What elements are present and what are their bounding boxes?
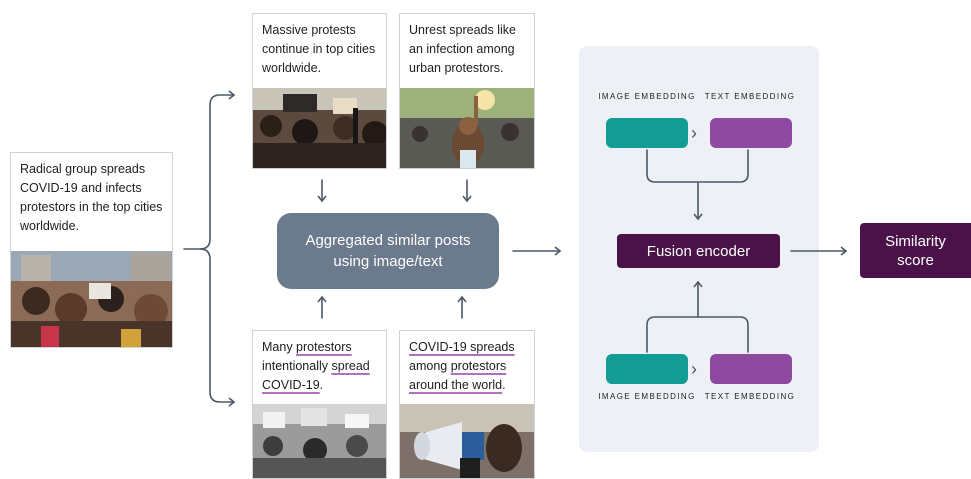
misinfo-text-segment: .: [319, 378, 324, 392]
bottom-text-embedding-label: TEXT EMBEDDING: [704, 392, 796, 401]
misinfo-text-segment: protestors: [296, 340, 352, 354]
similar-post-text-2: Unrest spreads like an infection among u…: [409, 23, 516, 75]
misinfo-text-segment: COVID-19 spreads: [409, 340, 515, 354]
misinfo-text-segment: COVID-19: [262, 378, 320, 392]
misinfo-text-segment: Many: [262, 340, 297, 354]
similar-post-text-1: Massive protests continue in top cities …: [262, 23, 376, 75]
street-protest-image: [400, 88, 534, 168]
source-post-text: Radical group spreads COVID-19 and infec…: [20, 162, 163, 233]
protest-crowd-image: [11, 251, 172, 347]
top-text-embedding-label: TEXT EMBEDDING: [704, 92, 796, 101]
top-text-embedding-bar: [710, 118, 792, 148]
similar-post-card-2: Unrest spreads like an infection among u…: [399, 13, 535, 169]
top-image-embedding-label: IMAGE EMBEDDING: [598, 92, 696, 101]
misinfo-post-text-2: COVID-19 spreads among protestors around…: [409, 338, 528, 395]
misinfo-text-segment: intentionally: [262, 359, 332, 373]
similar-post-card-1: Massive protests continue in top cities …: [252, 13, 387, 169]
megaphone-image: [400, 404, 534, 478]
similarity-score-box: Similarity score: [860, 223, 971, 278]
misinfo-post-card-2: COVID-19 spreads among protestors around…: [399, 330, 535, 479]
fusion-encoder-label: Fusion encoder: [646, 242, 751, 260]
misinfo-post-card-1: Many protestors intentionally spread COV…: [252, 330, 387, 479]
bottom-chevron-right-icon: ›: [691, 359, 697, 379]
top-chevron-right-icon: ›: [691, 123, 697, 143]
top-image-embedding-bar: [606, 118, 688, 148]
fusion-encoder-box: Fusion encoder: [617, 234, 780, 268]
brace-connector: [183, 90, 236, 250]
protest-march-image: [253, 88, 386, 168]
misinfo-text-segment: protestors: [450, 359, 507, 373]
bottom-text-embedding-bar: [710, 354, 792, 384]
bottom-image-embedding-bar: [606, 354, 688, 384]
misinfo-text-segment: .: [502, 378, 506, 392]
misinfo-post-text-1: Many protestors intentionally spread COV…: [262, 338, 380, 395]
misinfo-text-segment: spread: [331, 359, 370, 373]
protest-signs-bw-image: [253, 404, 386, 478]
misinfo-text-segment: among: [409, 359, 451, 373]
source-post-card: Radical group spreads COVID-19 and infec…: [10, 152, 173, 348]
aggregator-label: Aggregated similar posts using image/tex…: [305, 232, 471, 270]
misinfo-text-segment: around the world: [409, 378, 503, 392]
aggregator-box: Aggregated similar posts using image/tex…: [277, 213, 499, 289]
bottom-image-embedding-label: IMAGE EMBEDDING: [598, 392, 696, 401]
similarity-score-label: Similarity score: [885, 232, 946, 269]
